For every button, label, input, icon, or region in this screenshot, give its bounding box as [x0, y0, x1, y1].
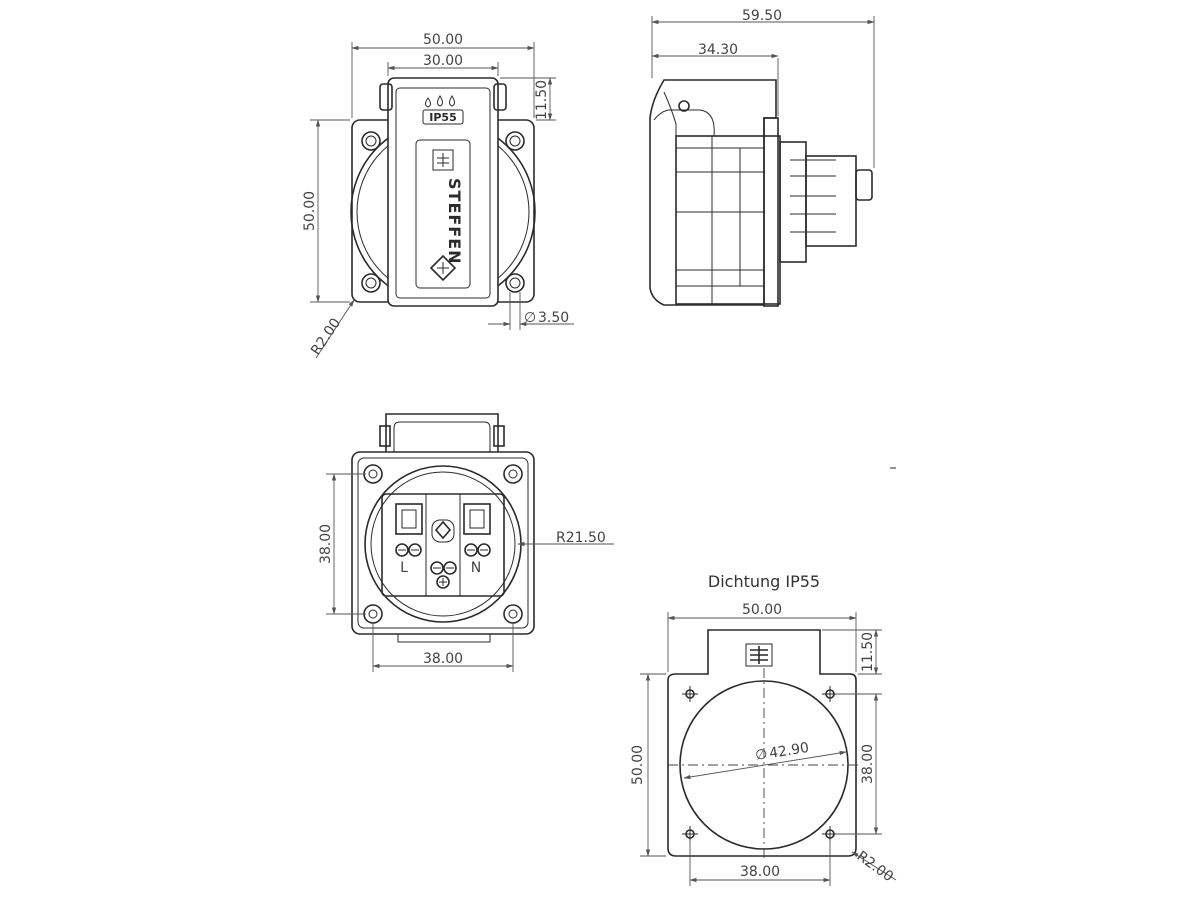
brand-logo-icon	[432, 149, 454, 171]
back-dim-height: 38.00	[318, 524, 334, 564]
back-terminal-left: L	[400, 560, 408, 576]
earth-diamond-icon	[429, 254, 457, 282]
gasket-dim-inner-width: 38.00	[740, 864, 780, 880]
front-corner-holes	[361, 131, 525, 293]
back-dim-width: 38.00	[423, 651, 463, 667]
front-hole-symbol: ∅	[524, 310, 536, 326]
gasket-dim-tab-height: 11.50	[860, 632, 876, 672]
front-dim-hole: 3.50	[538, 310, 569, 326]
side-dim-front-depth: 34.30	[698, 42, 738, 58]
gasket-view: Dichtung IP55 ∅ 42.90 50.00 11.50	[630, 572, 897, 886]
water-drops-icon	[425, 95, 455, 108]
lid-ip-label: IP55	[429, 111, 456, 124]
front-dim-corner-radius: R2.00	[308, 315, 344, 358]
gasket-dim-height: 50.00	[630, 745, 646, 785]
gasket-dim-width: 50.00	[742, 602, 782, 618]
side-dim-total-depth: 59.50	[742, 8, 782, 24]
front-dim-width: 50.00	[423, 32, 463, 48]
front-dim-lid-width: 30.00	[423, 53, 463, 69]
front-view: IP55 STEFFEN 50.00 30.00 11.50 50.00 R2.…	[302, 32, 574, 359]
back-dim-radius: R21.50	[556, 530, 606, 546]
gasket-logo-icon	[745, 643, 773, 667]
gasket-dim-inner-height: 38.00	[860, 744, 876, 784]
gasket-title: Dichtung IP55	[708, 572, 820, 591]
gasket-dim-diameter: 42.90	[768, 740, 810, 762]
front-dim-lid-height: 11.50	[534, 80, 550, 120]
gasket-dim-corner-radius: R2.00	[854, 848, 896, 885]
gasket-holes	[682, 686, 838, 842]
side-view: 59.50 34.30	[649, 8, 875, 307]
back-terminal-right: N	[471, 560, 481, 576]
back-view: L N 38.00 38.00 R21.50	[318, 413, 614, 672]
brand-label: STEFFEN	[445, 178, 464, 265]
gasket-dim-diameter-symbol: ∅	[754, 746, 769, 764]
back-terminal-screws	[395, 543, 491, 589]
front-dim-height: 50.00	[302, 191, 318, 231]
